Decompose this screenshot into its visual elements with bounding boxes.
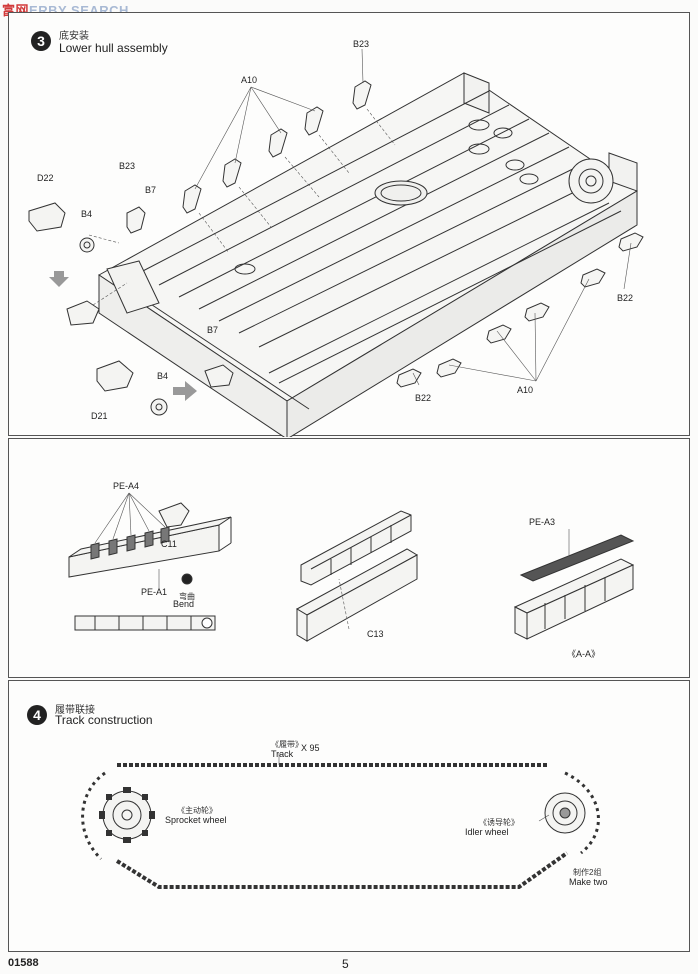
label-b23-top: B23 — [353, 39, 370, 49]
label-c13: C13 — [367, 629, 384, 639]
label-idler: Idler wheel — [465, 827, 509, 837]
sprocket-wheel-shape — [102, 790, 152, 840]
label-b7-lower: B7 — [207, 325, 219, 335]
idler-wheel-shape — [544, 792, 586, 834]
label-pe-a4: PE-A4 — [113, 481, 140, 491]
track-illustration — [81, 753, 600, 889]
step-number-badge: 4 — [27, 705, 47, 725]
label-b4-lower: B4 — [157, 371, 169, 381]
page-number: 5 — [342, 957, 349, 971]
label-b22-right: B22 — [617, 293, 634, 303]
label-sprocket: Sprocket wheel — [165, 815, 227, 825]
step-cn-title: 履带联接 — [55, 705, 95, 716]
label-a10-bottom: A10 — [517, 385, 534, 395]
label-track: Track — [271, 749, 294, 759]
label-bend-cn: 弯曲 — [179, 592, 195, 601]
lower-hull-illustration — [28, 48, 644, 437]
product-code: 01588 — [8, 957, 39, 969]
label-c11: C11 — [161, 539, 177, 549]
step-title: Lower hull assembly — [59, 41, 168, 55]
substep-panel: PE-A4 C11 PE-A1 弯曲 Bend C13 PE-A3 《A-A》 — [8, 438, 690, 678]
label-make-two-cn: 制作2组 — [573, 868, 602, 877]
fender-assembly-illustration — [68, 492, 635, 642]
step-number-badge: 3 — [31, 31, 51, 51]
step-cn-title: 底安装 — [59, 31, 89, 42]
label-b4-upper: B4 — [81, 209, 93, 219]
step3-panel: 3 底安装 Lower hull assembly — [8, 12, 690, 437]
label-d21: D21 — [91, 411, 108, 421]
label-section-a-a: 《A-A》 — [567, 649, 601, 659]
label-b7-upper: B7 — [145, 185, 157, 195]
label-b23-left: B23 — [119, 161, 136, 171]
label-pe-a1: PE-A1 — [141, 587, 168, 597]
label-make-two: Make two — [569, 877, 608, 887]
label-idler-cn: 《诱导轮》 — [479, 818, 519, 827]
label-track-cn: 《履带》 — [271, 740, 303, 749]
label-d22: D22 — [37, 173, 54, 183]
label-pe-a3: PE-A3 — [529, 517, 556, 527]
step4-panel: 4 履带联接 Track construction — [8, 680, 690, 952]
label-sprocket-cn: 《主动轮》 — [177, 806, 217, 815]
label-a10-top: A10 — [241, 75, 258, 85]
label-b22-bottom: B22 — [415, 393, 432, 403]
step-title: Track construction — [55, 713, 153, 727]
label-track-qty: X 95 — [301, 743, 320, 753]
label-bend: Bend — [173, 599, 195, 609]
